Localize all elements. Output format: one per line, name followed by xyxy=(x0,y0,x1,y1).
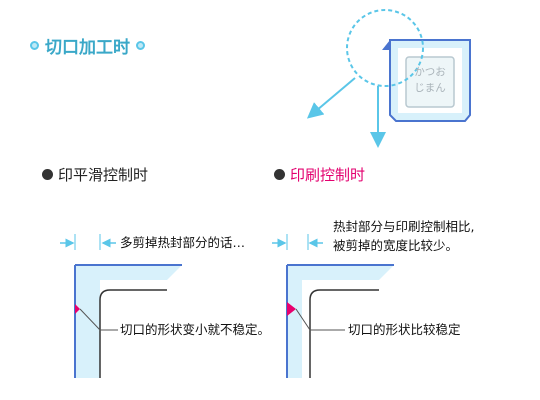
right-corner-section xyxy=(286,264,394,378)
left-heading: 印平滑控制时 xyxy=(42,164,148,185)
section-title: 切口加工时 xyxy=(30,33,145,58)
left-bottom-note: 切口的形状变小就不稳定。 xyxy=(120,322,271,337)
package-illustration xyxy=(382,39,471,122)
left-heading-text: 印平滑控制时 xyxy=(58,166,149,184)
right-top-note: 热封部分与印刷控制相比, 被剪掉的宽度比较少。 xyxy=(333,217,474,255)
circle-bullet-icon xyxy=(136,41,145,50)
right-heading: 印刷控制时 xyxy=(274,164,365,185)
arrow-left-detail xyxy=(306,77,356,119)
circle-bullet-icon xyxy=(30,41,39,50)
section-title-text: 切口加工时 xyxy=(45,38,130,58)
left-dimension-markers xyxy=(60,234,116,250)
left-corner-section xyxy=(74,264,182,378)
right-top-note-line1: 热封部分与印刷控制相比, xyxy=(333,219,475,234)
right-bottom-note: 切口的形状比较稳定 xyxy=(348,322,461,337)
left-top-note: 多剪掉热封部分的话… xyxy=(120,235,246,250)
package-label: かつお じまん xyxy=(406,64,454,96)
right-heading-text: 印刷控制时 xyxy=(290,166,366,184)
left-notch-marker xyxy=(75,304,80,314)
zoom-circle xyxy=(346,9,424,87)
package-label-line2: じまん xyxy=(414,82,446,94)
right-notch-marker xyxy=(287,302,296,316)
filled-circle-icon xyxy=(274,169,285,180)
package-label-line1: かつお xyxy=(414,66,446,78)
right-dimension-markers xyxy=(272,234,323,250)
right-top-note-line2: 被剪掉的宽度比较少。 xyxy=(333,238,459,253)
filled-circle-icon xyxy=(42,169,53,180)
